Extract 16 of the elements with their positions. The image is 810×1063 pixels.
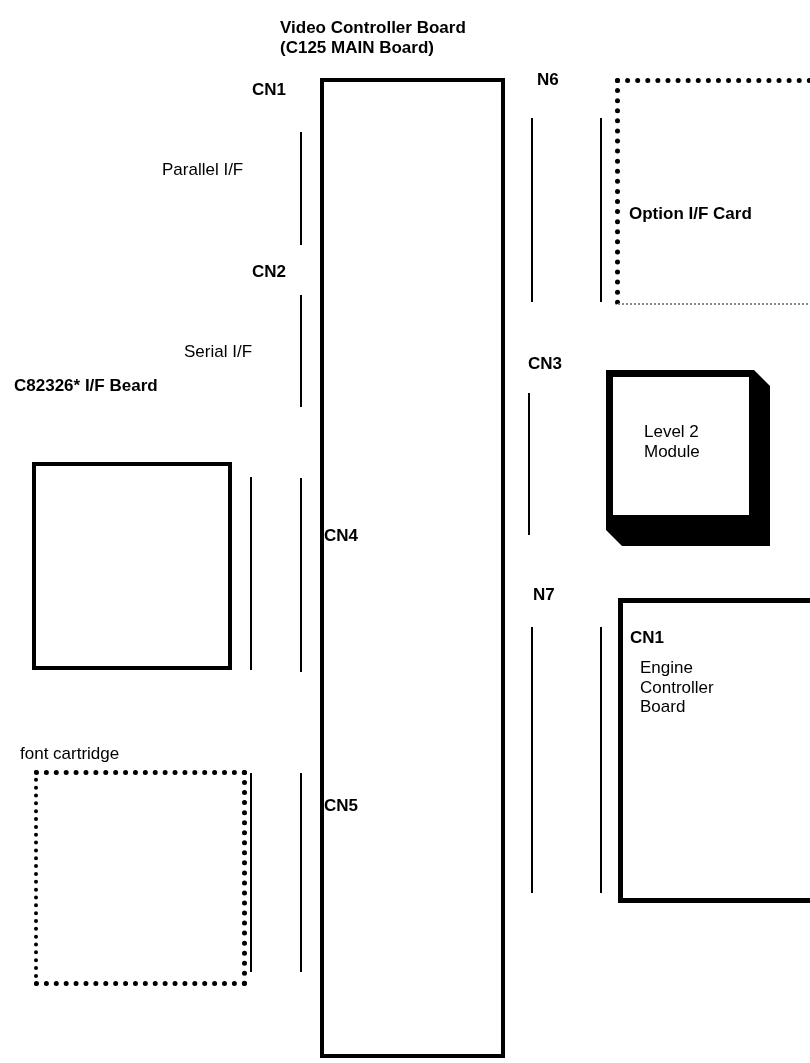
connector-name: CN4 bbox=[324, 526, 358, 546]
connector-name: N6 bbox=[537, 70, 559, 90]
connector-name: CN1 bbox=[630, 628, 664, 648]
card-label: Option I/F Card bbox=[629, 204, 752, 224]
connector-name: CN2 bbox=[252, 262, 286, 282]
module-label: Level 2 Module bbox=[644, 422, 701, 462]
interface-label: Parallel I/F bbox=[162, 160, 244, 180]
cartridge-label: font cartridge bbox=[20, 744, 121, 764]
connector-name: CN1 bbox=[252, 80, 286, 100]
connector-name: N7 bbox=[533, 585, 555, 605]
board-label: C82326* I/F Beard bbox=[14, 376, 159, 396]
board-title: Video Controller Board (C125 MAIN Board) bbox=[280, 18, 467, 58]
board-label: Engine Controller Board bbox=[640, 658, 715, 717]
connector-name: CN3 bbox=[528, 354, 562, 374]
interface-label: Serial I/F bbox=[184, 342, 253, 362]
connector-name: CN5 bbox=[324, 796, 358, 816]
